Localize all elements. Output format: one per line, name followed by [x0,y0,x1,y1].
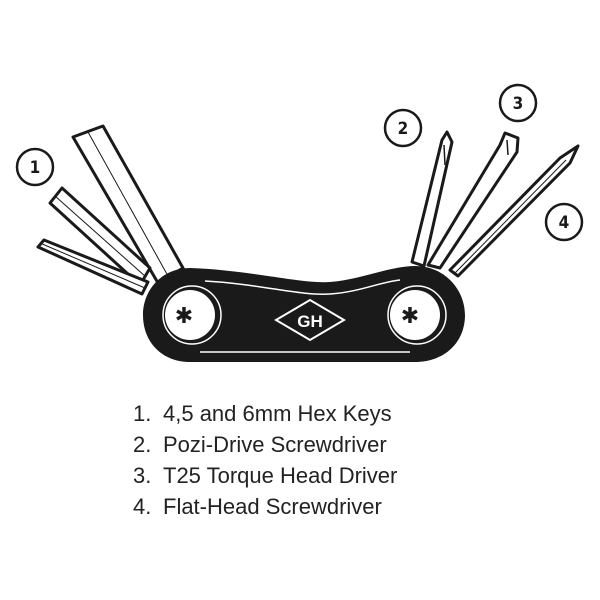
callout-2 [383,108,423,148]
legend-label: 4,5 and 6mm Hex Keys [163,401,392,426]
tool-body [143,266,465,362]
t25-torque-driver [426,131,520,270]
legend-number: 2. [133,432,152,457]
legend-label: Pozi-Drive Screwdriver [163,432,387,457]
legend-item: 1. 4,5 and 6mm Hex Keys [133,398,397,429]
torx-star-icon: ✱ [401,303,419,328]
callout-4 [544,202,584,242]
legend-item: 4. Flat-Head Screwdriver [133,491,397,522]
legend-item: 2. Pozi-Drive Screwdriver [133,429,397,460]
svg-text:GH: GH [297,312,323,331]
torx-star-icon: ✱ [175,303,193,328]
legend-label: Flat-Head Screwdriver [163,494,382,519]
flat-head-screwdriver [448,144,580,278]
legend-number: 3. [133,463,152,488]
callout-number: 3 [513,94,524,114]
tool-legend: 1. 4,5 and 6mm Hex Keys 2. Pozi-Drive Scre… [133,398,397,522]
legend-number: 4. [133,494,152,519]
legend-label: T25 Torque Head Driver [163,463,398,488]
callout-3 [498,83,538,123]
right-screw: ✱ [387,285,447,345]
left-screw: ✱ [162,285,222,345]
callout-number: 2 [398,119,409,139]
gh-logo: GH [274,298,346,342]
callout-number: 4 [559,213,570,233]
callout-number: 1 [30,158,41,178]
callout-1 [15,147,55,187]
legend-number: 1. [133,401,152,426]
pozi-drive-screwdriver [410,130,454,268]
legend-item: 3. T25 Torque Head Driver [133,460,397,491]
